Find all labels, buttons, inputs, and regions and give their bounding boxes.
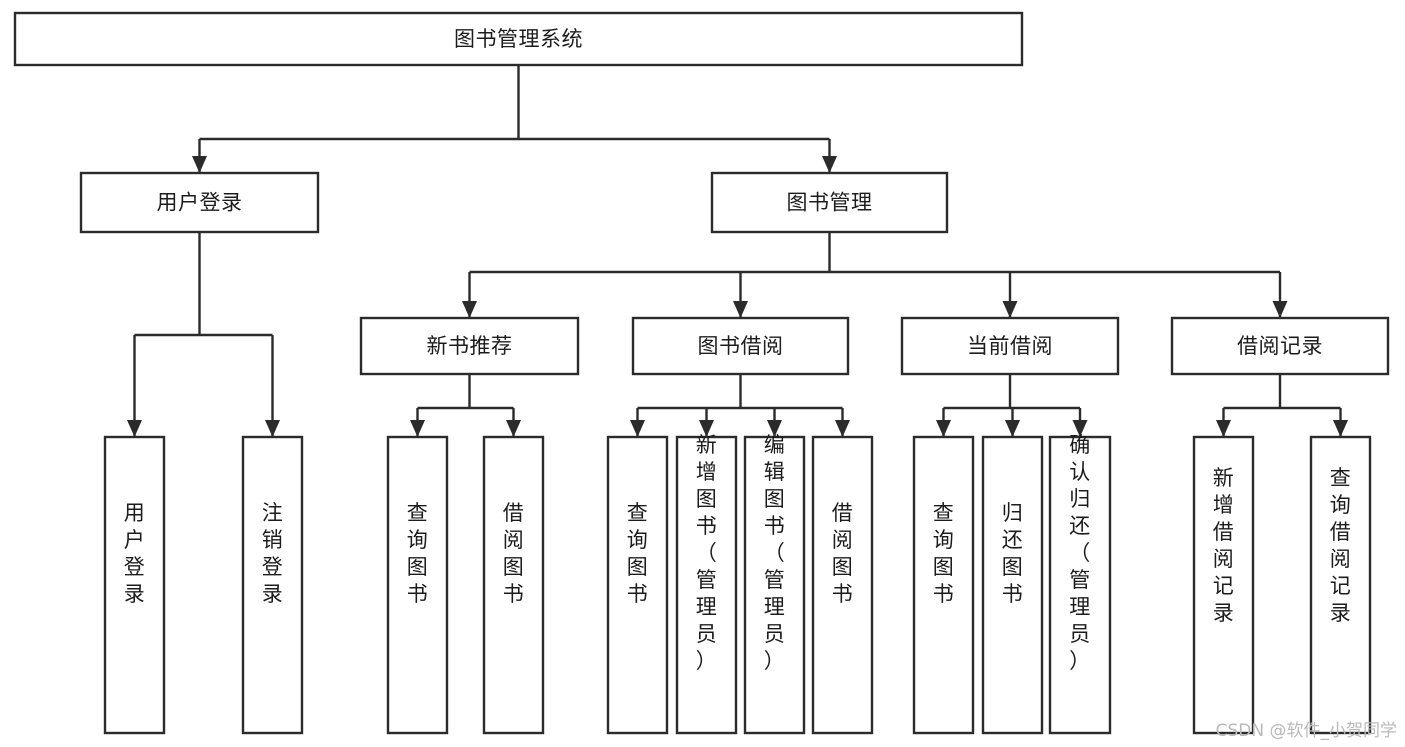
node-box-new-book-recommend	[359, 316, 580, 376]
node-box-root	[13, 11, 1024, 67]
node-leaf-query-book-1[interactable]: 查询图书	[386, 435, 449, 735]
node-leaf-edit-book[interactable]: 编辑图书（管理员）	[743, 433, 806, 735]
node-box-book-borrow	[631, 316, 850, 376]
node-label-user-login: 用户登录	[157, 191, 243, 215]
node-box-leaf-edit-book	[743, 435, 806, 735]
node-label-leaf-query-book-1: 查询图书	[407, 501, 429, 606]
node-box-borrow-record	[1170, 316, 1390, 376]
node-box-leaf-add-record	[1192, 435, 1255, 735]
node-root[interactable]: 图书管理系统	[13, 11, 1024, 67]
node-leaf-logout[interactable]: 注销登录	[241, 435, 304, 735]
node-label-book-manage: 图书管理	[787, 191, 873, 215]
node-leaf-query-record[interactable]: 查询借阅记录	[1309, 435, 1372, 735]
node-label-leaf-user-login: 用户登录	[124, 501, 146, 606]
node-label-leaf-query-book-2: 查询图书	[627, 501, 649, 606]
node-box-leaf-return-book	[981, 435, 1044, 735]
node-box-current-borrow	[900, 316, 1120, 376]
node-label-book-borrow: 图书借阅	[698, 334, 784, 358]
node-book-manage[interactable]: 图书管理	[710, 171, 949, 234]
node-leaf-query-book-3[interactable]: 查询图书	[912, 435, 975, 735]
node-label-leaf-borrow-book-1: 借阅图书	[503, 501, 525, 606]
node-layer: 图书管理系统用户登录图书管理新书推荐图书借阅当前借阅借阅记录用户登录注销登录查询…	[13, 11, 1390, 735]
node-label-new-book-recommend: 新书推荐	[427, 334, 513, 358]
node-label-leaf-add-record: 新增借阅记录	[1213, 466, 1235, 625]
node-box-leaf-borrow-book-1	[482, 435, 545, 735]
node-current-borrow[interactable]: 当前借阅	[900, 316, 1120, 376]
node-leaf-borrow-book-1[interactable]: 借阅图书	[482, 435, 545, 735]
node-borrow-record[interactable]: 借阅记录	[1170, 316, 1390, 376]
node-box-leaf-borrow-book-2	[811, 435, 874, 735]
node-box-user-login	[79, 171, 320, 234]
node-leaf-add-record[interactable]: 新增借阅记录	[1192, 435, 1255, 735]
node-box-leaf-logout	[241, 435, 304, 735]
node-label-leaf-add-book: 新增图书（管理员）	[696, 433, 718, 673]
node-box-leaf-confirm-return	[1048, 435, 1112, 735]
node-leaf-query-book-2[interactable]: 查询图书	[606, 435, 669, 735]
node-label-leaf-confirm-return: 确认归还（管理员）	[1069, 433, 1091, 673]
node-user-login[interactable]: 用户登录	[79, 171, 320, 234]
node-box-leaf-query-book-3	[912, 435, 975, 735]
node-label-leaf-borrow-book-2: 借阅图书	[832, 501, 854, 606]
connector-layer	[127, 65, 1348, 437]
node-leaf-return-book[interactable]: 归还图书	[981, 435, 1044, 735]
csdn-watermark: CSDN @软件_小贺同学	[1215, 721, 1397, 741]
node-box-leaf-query-record	[1309, 435, 1372, 735]
node-box-book-manage	[710, 171, 949, 234]
node-label-current-borrow: 当前借阅	[967, 334, 1053, 358]
node-leaf-add-book[interactable]: 新增图书（管理员）	[675, 433, 738, 735]
node-label-leaf-edit-book: 编辑图书（管理员）	[764, 433, 786, 673]
node-label-leaf-query-record: 查询借阅记录	[1330, 466, 1352, 625]
node-leaf-borrow-book-2[interactable]: 借阅图书	[811, 435, 874, 735]
node-box-leaf-query-book-2	[606, 435, 669, 735]
node-leaf-confirm-return[interactable]: 确认归还（管理员）	[1048, 433, 1112, 735]
node-leaf-user-login[interactable]: 用户登录	[103, 435, 166, 735]
node-book-borrow[interactable]: 图书借阅	[631, 316, 850, 376]
node-label-leaf-return-book: 归还图书	[1002, 501, 1024, 606]
node-label-leaf-query-book-3: 查询图书	[933, 501, 955, 606]
node-label-leaf-logout: 注销登录	[262, 501, 284, 606]
node-label-borrow-record: 借阅记录	[1237, 334, 1323, 358]
node-label-root: 图书管理系统	[454, 27, 583, 51]
node-box-leaf-query-book-1	[386, 435, 449, 735]
node-box-leaf-user-login	[103, 435, 166, 735]
node-box-leaf-add-book	[675, 435, 738, 735]
node-new-book-recommend[interactable]: 新书推荐	[359, 316, 580, 376]
